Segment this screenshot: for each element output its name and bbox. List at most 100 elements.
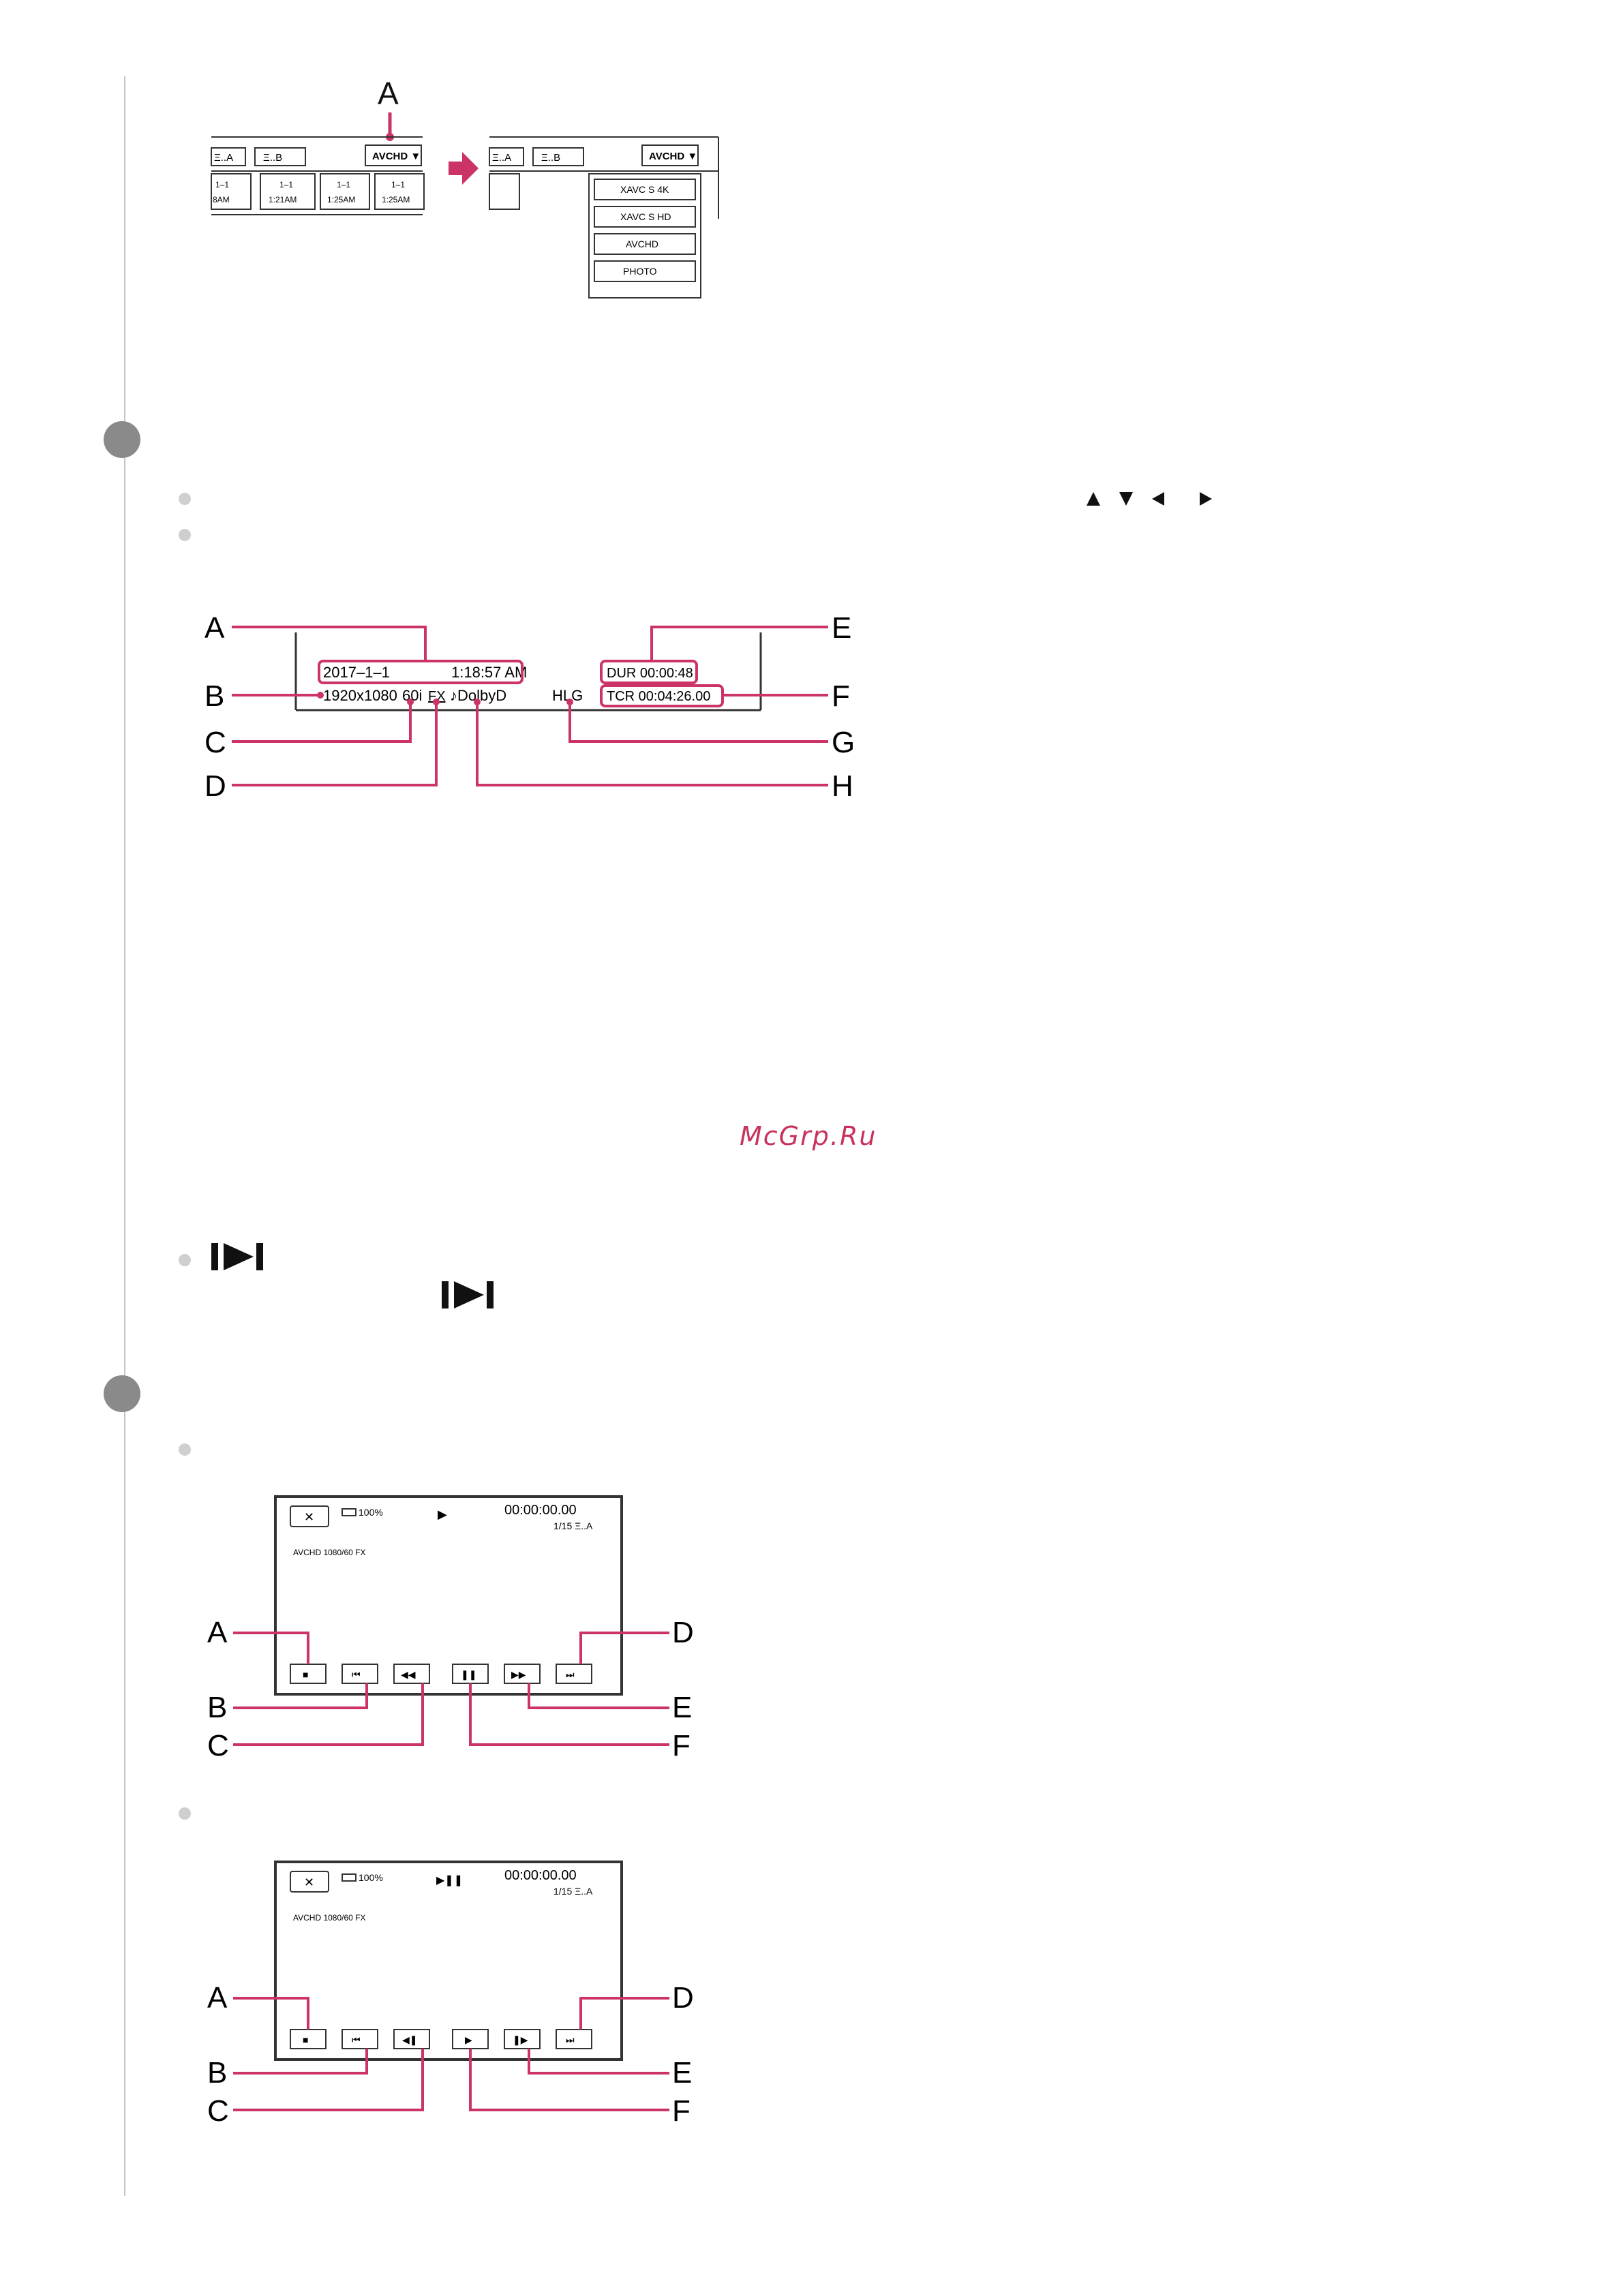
close-button[interactable] <box>290 1871 329 1893</box>
svg-text:E: E <box>672 2056 692 2090</box>
svg-text:❚❚: ❚❚ <box>461 1669 476 1681</box>
battery-icon <box>342 1873 357 1882</box>
figure-format-menu: A Ξ..A Ξ..B AVCHD ▼ 1–1 8AM 1–1 1:21AM 1… <box>211 76 719 299</box>
svg-text:A: A <box>207 1981 228 2015</box>
figure-pause-controls: ✕ 100% ▶❚❚ 00:00:00.00 1/15 Ξ..A AVCHD 1… <box>207 1861 694 2128</box>
svg-text:1–1: 1–1 <box>279 180 293 189</box>
svg-text:B: B <box>207 1691 227 1724</box>
time-text: 1:18:57 AM <box>451 664 527 681</box>
battery-level: 100% <box>359 1507 383 1518</box>
callout-label: A <box>378 76 399 111</box>
svg-text:F: F <box>832 679 850 713</box>
svg-text:■: ■ <box>303 1669 308 1680</box>
svg-text:1:25AM: 1:25AM <box>327 195 355 204</box>
svg-text:8AM: 8AM <box>213 195 230 204</box>
stop-button[interactable] <box>290 1664 327 1684</box>
tab-event-b[interactable] <box>532 147 584 166</box>
svg-text:F: F <box>672 2094 691 2128</box>
svg-text:▶: ▶ <box>465 2034 472 2045</box>
date-text: 2017–1–1 <box>323 664 390 681</box>
svg-text:▶▶: ▶▶ <box>511 1669 526 1680</box>
svg-text:⏮: ⏮ <box>352 1669 361 1680</box>
figure-playback-controls: ✕ 100% ▶ 00:00:00.00 1/15 Ξ..A AVCHD 108… <box>207 1495 694 1762</box>
svg-text:⏭: ⏭ <box>566 2034 575 2045</box>
svg-text:D: D <box>204 769 226 803</box>
tab-event-a[interactable] <box>211 147 246 166</box>
status-icon: ▶ <box>438 1507 447 1521</box>
svg-text:AVCHD: AVCHD <box>626 239 658 249</box>
svg-text:B: B <box>204 679 224 713</box>
fast-forward-button[interactable] <box>504 1664 541 1684</box>
bullet-dot <box>179 493 191 505</box>
step-circle <box>104 1375 140 1412</box>
svg-text:◀◀: ◀◀ <box>401 1669 416 1680</box>
svg-text:⏮: ⏮ <box>352 2034 361 2045</box>
svg-text:Ξ..A: Ξ..A <box>214 152 233 164</box>
next-button[interactable] <box>556 2029 592 2049</box>
svg-text:Ξ..A: Ξ..A <box>492 152 511 164</box>
tab-event-b[interactable] <box>254 147 306 166</box>
svg-text:AVCHD ▼: AVCHD ▼ <box>372 151 421 162</box>
counter-text: 1/15 Ξ..A <box>553 1886 593 1897</box>
slow-reverse-button[interactable] <box>393 2029 430 2049</box>
svg-text:1–1: 1–1 <box>337 180 350 189</box>
svg-text:F: F <box>672 1729 691 1762</box>
close-icon: ✕ <box>304 1510 314 1524</box>
timecode-text: 00:00:00.00 <box>504 1503 577 1518</box>
timecode-text: TCR 00:04:26.00 <box>607 689 710 704</box>
format-selector[interactable] <box>365 144 422 166</box>
svg-text:◀❚: ◀❚ <box>402 2034 418 2046</box>
watermark-text: McGrp.Ru <box>740 1121 877 1151</box>
menu-option-photo[interactable] <box>594 260 696 282</box>
svg-text:B: B <box>207 2056 227 2090</box>
svg-text:C: C <box>204 726 226 759</box>
svg-text:A: A <box>204 611 225 645</box>
resolution-text: 1920x1080 <box>323 687 397 704</box>
pause-button[interactable] <box>452 1664 489 1684</box>
format-text: AVCHD 1080/60 FX <box>293 1548 366 1557</box>
menu-option-xavcs4k[interactable] <box>594 179 696 200</box>
format-text: AVCHD 1080/60 FX <box>293 1913 366 1923</box>
next-icon <box>442 1281 494 1308</box>
battery-icon <box>342 1508 357 1516</box>
control-row: ■ ⏮ ◀◀ ❚❚ ▶▶ ⏭ <box>290 1664 592 1684</box>
svg-text:C: C <box>207 2094 229 2128</box>
svg-text:D: D <box>672 1981 694 2015</box>
rewind-button[interactable] <box>393 1664 430 1684</box>
format-selector[interactable] <box>641 144 699 166</box>
svg-text:AVCHD ▼: AVCHD ▼ <box>649 151 697 162</box>
tab-event-a[interactable] <box>489 147 524 166</box>
left-rule <box>124 76 125 2196</box>
slow-forward-button[interactable] <box>504 2029 541 2049</box>
next-button[interactable] <box>556 1664 592 1684</box>
battery-level: 100% <box>359 1872 383 1883</box>
bullet-dot <box>179 1807 191 1820</box>
arrow-keys-icon <box>1087 492 1212 506</box>
close-button[interactable] <box>290 1505 329 1527</box>
figure-info-display: 2017–1–1 1:18:57 AM DUR 00:00:48 1920x10… <box>204 611 855 803</box>
svg-text:Ξ..B: Ξ..B <box>263 152 282 164</box>
close-icon: ✕ <box>304 1876 314 1889</box>
svg-text:1:25AM: 1:25AM <box>382 195 410 204</box>
svg-text:1:21AM: 1:21AM <box>269 195 297 204</box>
counter-text: 1/15 Ξ..A <box>553 1520 593 1531</box>
svg-text:PHOTO: PHOTO <box>623 266 657 277</box>
format-dropdown: XAVC S 4K XAVC S HD AVCHD PHOTO <box>588 173 701 299</box>
bullet-dot <box>179 529 191 541</box>
menu-option-xavcshd[interactable] <box>594 206 696 228</box>
arrow-right-icon <box>449 152 479 185</box>
svg-text:D: D <box>672 1616 694 1649</box>
svg-text:Ξ..B: Ξ..B <box>541 152 560 164</box>
menu-option-avchd[interactable] <box>594 233 696 255</box>
control-row: ■ ⏮ ◀❚ ▶ ❚▶ ⏭ <box>290 2029 592 2049</box>
play-button[interactable] <box>452 2029 489 2049</box>
svg-text:E: E <box>832 611 851 645</box>
previous-button[interactable] <box>342 1664 378 1684</box>
previous-button[interactable] <box>342 2029 378 2049</box>
timecode-text: 00:00:00.00 <box>504 1868 577 1883</box>
step-circle <box>104 421 140 458</box>
svg-text:C: C <box>207 1729 229 1762</box>
svg-text:■: ■ <box>303 2034 308 2045</box>
svg-text:⏭: ⏭ <box>566 1669 575 1680</box>
svg-text:XAVC S HD: XAVC S HD <box>620 211 671 222</box>
